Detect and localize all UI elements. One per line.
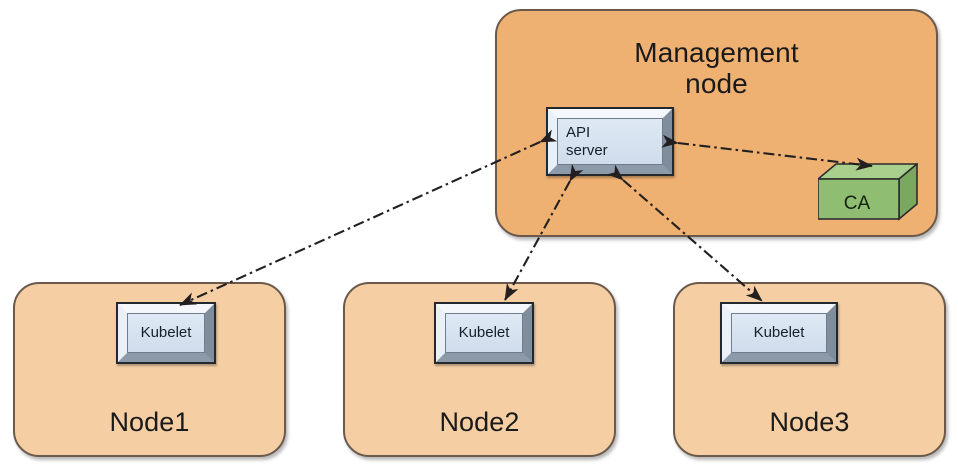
kubelet-2-component[interactable]: Kubelet <box>434 302 534 364</box>
kubelet-3-component[interactable]: Kubelet <box>720 302 838 364</box>
kubelet-1-inner-face: Kubelet <box>127 313 205 353</box>
kubelet-3-inner-face: Kubelet <box>731 313 827 353</box>
management-node-label: Management node <box>634 37 799 100</box>
kubelet-3-bevel-frame: Kubelet <box>722 304 836 362</box>
node2-label: Node2 <box>439 406 520 437</box>
node3-label: Node3 <box>769 406 850 437</box>
kubelet-2-bevel-frame: Kubelet <box>436 304 532 362</box>
api-server-bevel-frame: API server <box>548 109 672 174</box>
api-server-inner-face: API server <box>557 118 663 165</box>
kubelet-3-label: Kubelet <box>753 324 805 342</box>
kubelet-2-label: Kubelet <box>458 324 510 342</box>
node1-label: Node1 <box>109 406 190 437</box>
node3-box[interactable]: Node3 <box>673 282 946 457</box>
ca-box-shape <box>815 162 920 221</box>
api-server-label: API server <box>566 123 608 159</box>
api-server-component[interactable]: API server <box>546 107 674 176</box>
kubelet-1-component[interactable]: Kubelet <box>116 302 216 364</box>
ca-component[interactable]: CA <box>815 162 920 221</box>
kubelet-1-label: Kubelet <box>140 324 192 342</box>
connector-api-to-kubelet-1 <box>179 129 558 306</box>
kubelet-2-inner-face: Kubelet <box>445 313 523 353</box>
ca-label: CA <box>843 193 871 214</box>
kubelet-1-bevel-frame: Kubelet <box>118 304 214 362</box>
